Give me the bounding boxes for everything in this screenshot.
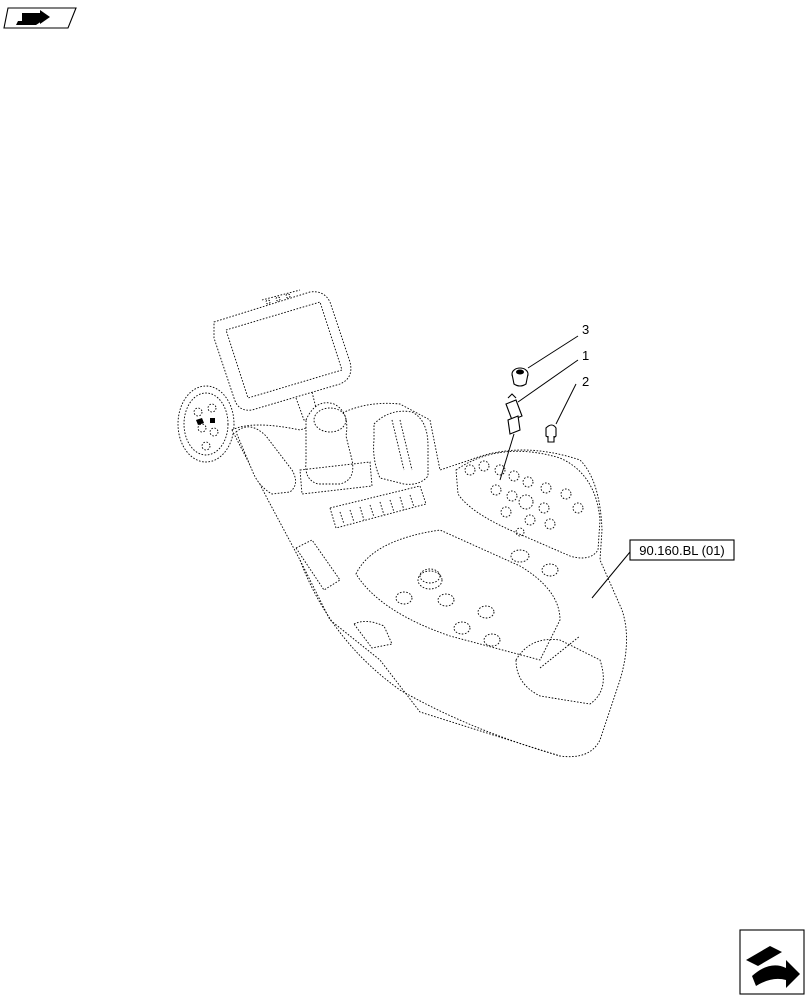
part-1-switch bbox=[499, 393, 523, 481]
leader-line-3 bbox=[527, 335, 579, 369]
knob bbox=[437, 593, 455, 607]
throttle-lever bbox=[373, 410, 429, 485]
storage-tray bbox=[355, 529, 561, 661]
knob bbox=[510, 549, 530, 563]
rotary-knob bbox=[417, 568, 443, 590]
callout-1: 1 bbox=[582, 348, 589, 363]
control-pod bbox=[177, 385, 235, 463]
reference-text: 90.160.BL (01) bbox=[639, 543, 725, 558]
knob bbox=[541, 563, 559, 577]
nav-next-arrow-icon[interactable] bbox=[739, 929, 805, 995]
nav-back-arrow-icon[interactable] bbox=[3, 7, 77, 29]
knob bbox=[477, 605, 495, 619]
leader-line-2 bbox=[555, 383, 577, 425]
armrest-console bbox=[177, 289, 627, 758]
joystick bbox=[305, 402, 354, 485]
leader-line-ref bbox=[591, 551, 631, 599]
part-2-bulb bbox=[545, 424, 557, 443]
side-switch-bank bbox=[295, 539, 341, 591]
callout-3: 3 bbox=[582, 322, 589, 337]
knob bbox=[395, 591, 413, 605]
instrument-panel bbox=[455, 450, 601, 559]
armrest-pad bbox=[515, 638, 604, 705]
vent-grille bbox=[329, 485, 427, 529]
handle-grip bbox=[235, 426, 296, 495]
display-monitor bbox=[213, 291, 352, 411]
leader-line-1 bbox=[517, 359, 579, 403]
knob bbox=[453, 621, 471, 635]
knob bbox=[483, 633, 501, 647]
part-3-knob-cap bbox=[511, 367, 529, 387]
callout-2: 2 bbox=[582, 374, 589, 389]
reference-label[interactable]: 90.160.BL (01) bbox=[629, 539, 735, 561]
